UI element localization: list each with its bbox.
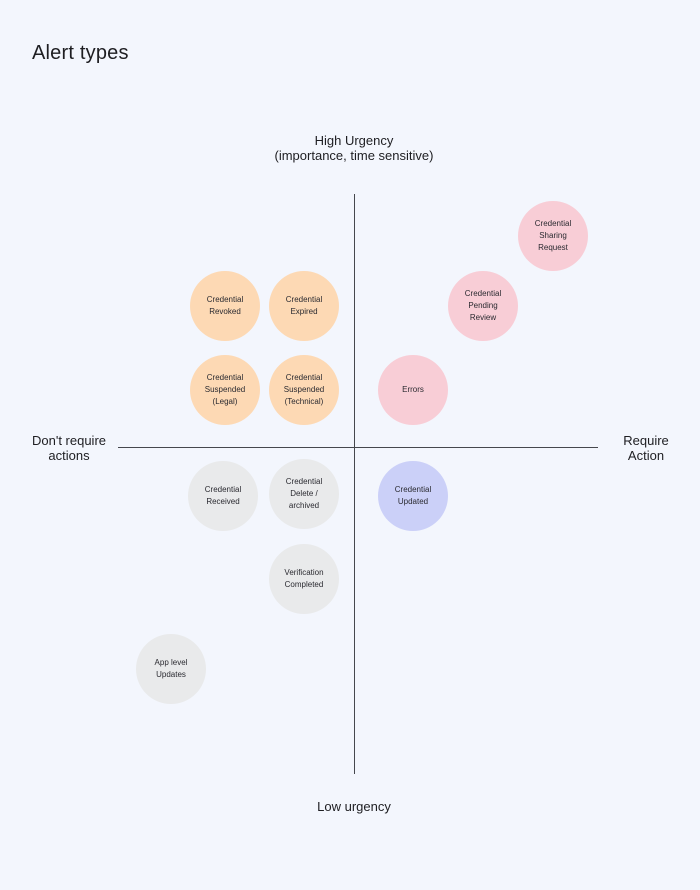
axis-label-line: Action <box>627 448 665 463</box>
axis-label-dont-require-actions: Don't require actions <box>20 433 118 463</box>
bubble-label-line: Pending <box>468 301 498 310</box>
bubble-label-line: Review <box>469 313 497 322</box>
bubble-label-line: Credential <box>206 373 244 382</box>
bubble-label-line: Errors <box>402 385 424 394</box>
bubble-label-line: Credential <box>464 289 502 298</box>
axis-label-line: (importance, time sensitive) <box>274 148 434 163</box>
bubble-label-line: Credential <box>285 477 323 486</box>
bubble-label-line: Request <box>538 243 568 252</box>
bubble-label-line: Updates <box>156 670 186 679</box>
bubble-label-line: Credential <box>285 373 323 382</box>
axis-label-line: Don't require <box>31 433 107 448</box>
bubble-label-line: Sharing <box>539 231 567 240</box>
bubble-label-line: Credential <box>204 485 242 494</box>
bubble-errors: Errors <box>378 355 448 425</box>
bubble-label-line: Credential <box>534 219 572 228</box>
bubble-label-line: Completed <box>284 580 324 589</box>
bubble-label-line: Verification <box>284 568 324 577</box>
vertical-axis <box>354 194 355 774</box>
bubble-label-line: Credential <box>285 295 323 304</box>
bubble-label-line: Suspended <box>283 385 325 394</box>
bubble-label-line: archived <box>288 501 320 510</box>
bubble-label-line: Revoked <box>209 307 241 316</box>
bubble-label-line: Received <box>206 497 240 506</box>
horizontal-axis <box>118 447 598 448</box>
bubble-label-line: Credential <box>206 295 244 304</box>
axis-label-line: High Urgency <box>314 133 394 148</box>
bubble-label-line: (Technical) <box>284 397 324 406</box>
bubble-label-line: Credential <box>394 485 432 494</box>
bubble-label-line: Expired <box>290 307 318 316</box>
axis-label-low-urgency: Low urgency <box>280 799 428 814</box>
bubble-label-line: App level <box>154 658 188 667</box>
axis-label-line: Require <box>623 433 669 448</box>
bubble-label-line: Suspended <box>204 385 246 394</box>
axis-label-require-action: Require Action <box>606 433 686 463</box>
bubble-label-line: Delete / <box>290 489 318 498</box>
bubble-label-line: (Legal) <box>212 397 238 406</box>
page-title: Alert types <box>32 42 129 64</box>
axis-label-line: Low urgency <box>317 799 391 814</box>
bubble-label: Errors <box>402 384 424 396</box>
axis-label-line: actions <box>48 448 90 463</box>
bubble-label-line: Updated <box>397 497 429 506</box>
axis-label-high-urgency: High Urgency (importance, time sensitive… <box>230 133 478 163</box>
